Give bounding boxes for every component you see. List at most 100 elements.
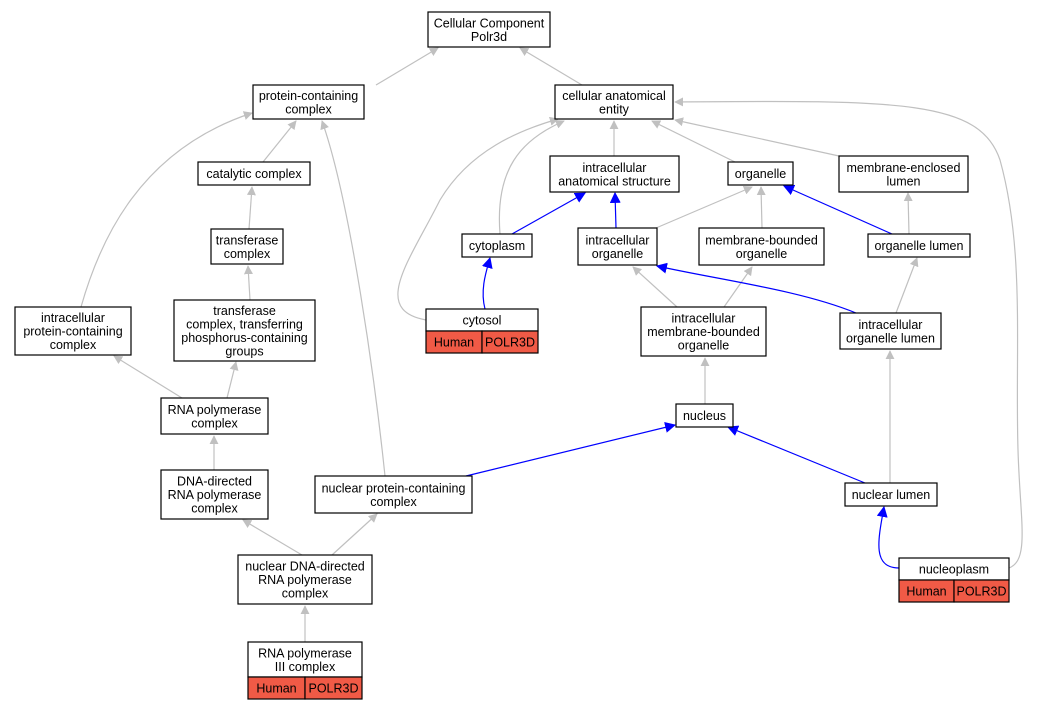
node-label-line: protein-containing: [23, 325, 122, 339]
edge-imb-organelle-to-intracellular-organelle: [632, 266, 678, 308]
edge-nuclear-lumen-part-of-nucleus: [726, 425, 866, 484]
node-box: [698, 227, 825, 266]
edge-nuclear-protein-part-of-nucleus: [465, 422, 677, 477]
edge-layer: [80, 47, 1023, 642]
node-box: [838, 155, 969, 193]
annotation-gene-cell: [953, 579, 1010, 603]
node-label-line: anatomical structure: [558, 174, 671, 188]
edge-intracellular-protein-to-protein-complex: [80, 111, 253, 308]
node-label-line: complex: [285, 102, 332, 116]
edge-nucleoplasm-to-entity: [674, 97, 1023, 569]
node-box: [839, 312, 942, 350]
annotation-gene-cell: [481, 330, 539, 354]
annotation-gene-label: POLR3D: [956, 585, 1006, 599]
node-label-line: organelle: [736, 247, 787, 261]
node-box: [549, 155, 680, 193]
node-box: [427, 11, 551, 48]
node-label-line: lumen: [886, 174, 920, 188]
node-label-line: RNA polymerase: [258, 573, 352, 587]
node-label-line: nucleoplasm: [919, 563, 989, 577]
node-label-line: cytoplasm: [469, 239, 525, 253]
edge-io-lumen-part-of-intracellular-organelle: [655, 262, 857, 314]
node-box: [252, 84, 365, 120]
node-label-line: complex: [370, 495, 417, 509]
edge-cytoplasm-to-entity: [498, 120, 565, 235]
node-box: [160, 397, 269, 435]
edge-cytoplasm-part-of-structure: [511, 192, 586, 235]
edge-membrane-bounded-to-organelle: [756, 186, 766, 229]
node-label-line: complex: [191, 502, 238, 516]
edge-intracellular-organelle-part-of-structure: [609, 191, 621, 229]
node-label-line: cytosol: [463, 314, 502, 328]
edge-catalytic-to-protein-complex: [262, 120, 297, 163]
node-label-line: nuclear lumen: [852, 488, 931, 502]
edge-io-lumen-to-organelle-lumen: [895, 257, 919, 314]
edge-transferase-to-catalytic: [246, 186, 256, 230]
node-box: [173, 299, 316, 362]
node-organelle[interactable]: organelle: [727, 161, 794, 186]
annotation-gene-label: POLR3D: [485, 336, 535, 350]
edge-organelle-lumen-part-of-organelle: [782, 184, 893, 235]
node-catalytic-complex[interactable]: catalytic complex: [197, 161, 311, 186]
node-box: [461, 233, 533, 258]
edge-phosphorus-to-transferase: [243, 265, 253, 301]
node-organelle-lumen[interactable]: organelle lumen: [867, 233, 971, 258]
node-box: [247, 641, 363, 678]
node-label-line: complex: [50, 338, 97, 352]
edge-nuclear-dna-to-dna-directed: [242, 519, 303, 556]
annotation-species-label: Human: [906, 585, 946, 599]
node-label-line: RNA polymerase: [168, 488, 262, 502]
node-label-line: Cellular Component: [434, 16, 545, 30]
node-label-line: III complex: [275, 660, 336, 674]
node-box: [160, 469, 269, 520]
edge-anatomical-entity-to-cellular-component: [519, 47, 583, 86]
node-box: [867, 233, 971, 258]
node-label-line: membrane-enclosed: [847, 161, 961, 175]
node-label-line: complex, transferring: [186, 317, 303, 331]
node-label-line: cellular anatomical: [562, 89, 666, 103]
node-label-line: intracellular: [586, 233, 650, 247]
node-label-line: catalytic complex: [206, 167, 302, 181]
edge-nuclear-protein-to-protein-complex: [320, 120, 386, 477]
edge-nuclear-dna-to-nuclear-protein: [331, 513, 378, 556]
node-label-line: intracellular: [41, 311, 105, 325]
node-nuclear-lumen[interactable]: nuclear lumen: [844, 482, 938, 507]
node-label-line: intracellular: [583, 161, 647, 175]
edge-organelle-to-entity: [651, 120, 736, 163]
node-label-line: intracellular: [859, 318, 923, 332]
node-box: [577, 227, 658, 266]
node-cytoplasm[interactable]: cytoplasm: [461, 233, 533, 258]
annotation-species-label: Human: [434, 336, 474, 350]
node-label-line: complex: [224, 247, 271, 261]
node-label-line: groups: [225, 344, 263, 358]
node-box: [210, 228, 284, 265]
node-nucleus[interactable]: nucleus: [675, 403, 734, 428]
node-label-line: organelle: [592, 247, 643, 261]
edge-nucleoplasm-part-of-nuclear-lumen: [876, 505, 900, 569]
node-box: [554, 84, 674, 120]
node-label-line: transferase: [216, 233, 279, 247]
node-label-line: membrane-bounded: [647, 325, 760, 339]
annotation-species-label: Human: [256, 682, 296, 696]
